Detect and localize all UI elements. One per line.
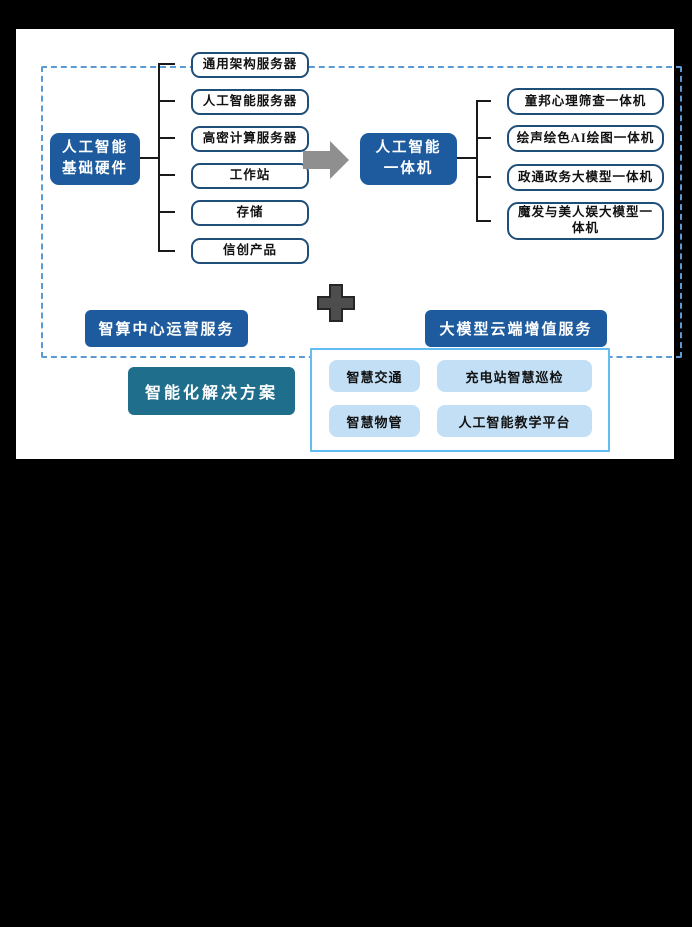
connector-line [476, 100, 478, 222]
aio-item-label: 魔发与美人娱大模型一体机 [517, 205, 653, 235]
hardware-item-label: 人工智能服务器 [202, 94, 298, 109]
compute-center-service-box: 智算中心运营服务 [85, 310, 248, 347]
compute-center-service-label: 智算中心运营服务 [98, 322, 235, 338]
connector-line [478, 100, 491, 102]
hardware-item-label: 通用架构服务器 [202, 57, 298, 72]
connector-line [160, 63, 175, 65]
connector-line [160, 100, 175, 102]
connector-line [160, 137, 175, 139]
hardware-item-label: 高密计算服务器 [202, 131, 298, 146]
hardware-item-box: 人工智能服务器 [191, 89, 309, 115]
hardware-item-label: 工作站 [229, 168, 271, 183]
solutions-title-label: 智能化解决方案 [144, 385, 278, 402]
hardware-item-box: 存储 [191, 200, 309, 226]
cloud-service-box: 大模型云端增值服务 [425, 310, 607, 347]
solution-chip: 人工智能教学平台 [437, 405, 592, 437]
aio-item-box: 政通政务大模型一体机 [507, 164, 664, 191]
hardware-item-label: 信创产品 [222, 243, 277, 258]
connector-line [160, 211, 175, 213]
solution-chip: 充电站智慧巡检 [437, 360, 592, 392]
solution-chip-label: 人工智能教学平台 [458, 414, 571, 430]
solution-chip: 智慧物管 [329, 405, 420, 437]
ai-aio-node-line2: 一体机 [383, 161, 434, 177]
ai-hardware-node: 人工智能 基础硬件 [50, 133, 140, 185]
solution-chip-label: 充电站智慧巡检 [465, 369, 564, 385]
connector-line [160, 250, 175, 252]
connector-line [478, 137, 491, 139]
hardware-item-box: 信创产品 [191, 238, 309, 264]
plus-icon [317, 284, 355, 322]
arrow-right-icon [303, 139, 350, 181]
aio-item-box: 童邦心理筛查一体机 [507, 88, 664, 115]
hardware-item-box: 工作站 [191, 163, 309, 189]
connector-line [140, 157, 159, 159]
connector-line [457, 157, 477, 159]
hardware-item-box: 高密计算服务器 [191, 126, 309, 152]
content-panel: 人工智能 基础硬件 通用架构服务器 人工智能服务器 高密计算服务器 工作站 存储… [16, 29, 682, 459]
connector-line [478, 176, 491, 178]
hardware-item-label: 存储 [236, 205, 264, 220]
aio-item-box: 绘声绘色AI绘图一体机 [507, 125, 664, 152]
aio-item-label: 童邦心理筛查一体机 [524, 93, 647, 108]
hardware-item-box: 通用架构服务器 [191, 52, 309, 78]
solution-chip-label: 智慧交通 [346, 369, 403, 385]
ai-aio-node-line1: 人工智能 [375, 139, 442, 156]
aio-item-box: 魔发与美人娱大模型一体机 [507, 202, 664, 240]
cloud-service-label: 大模型云端增值服务 [439, 322, 593, 338]
connector-line [160, 174, 175, 176]
ai-aio-node: 人工智能 一体机 [360, 133, 457, 185]
ai-hardware-node-line2: 基础硬件 [62, 161, 128, 177]
connector-line [478, 220, 491, 222]
aio-item-label: 政通政务大模型一体机 [517, 169, 653, 184]
solution-chip-label: 智慧物管 [346, 414, 403, 430]
solutions-title-box: 智能化解决方案 [128, 367, 295, 415]
aio-item-label: 绘声绘色AI绘图一体机 [516, 130, 655, 145]
ai-hardware-node-line1: 人工智能 [62, 139, 128, 156]
connector-line [158, 63, 160, 252]
solution-chip: 智慧交通 [329, 360, 420, 392]
